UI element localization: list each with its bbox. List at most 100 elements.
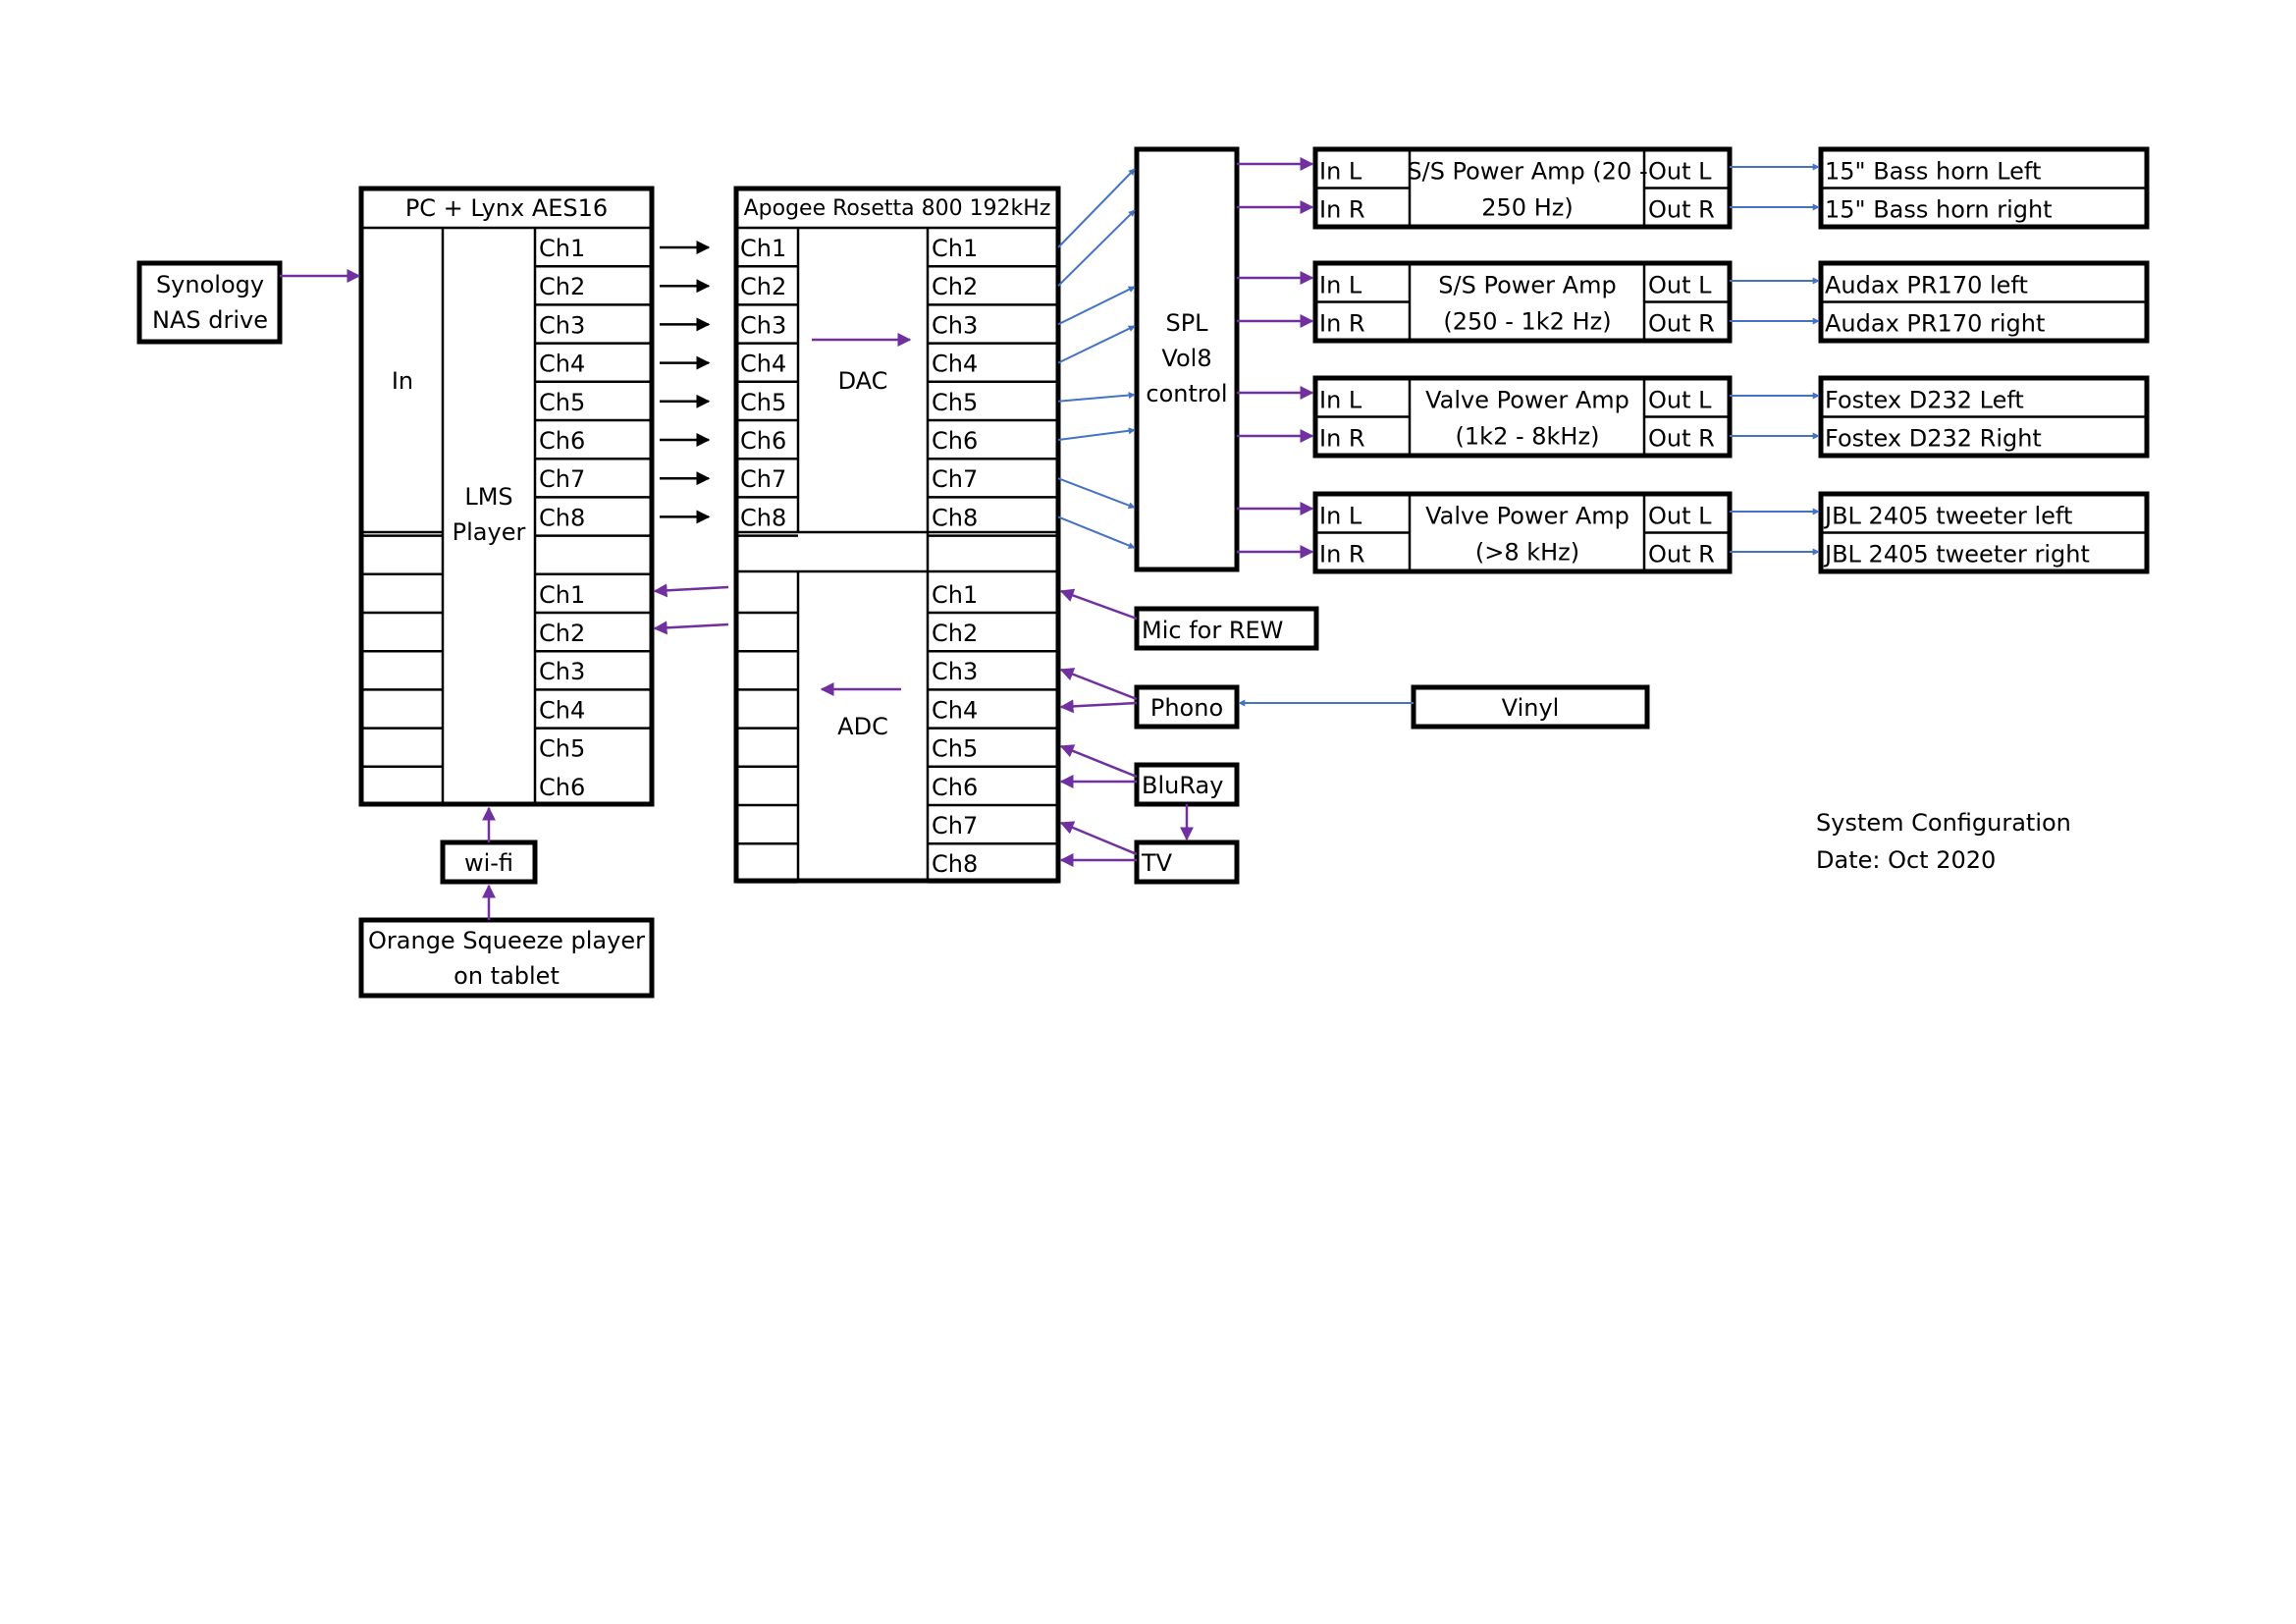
pc-out-channel-label: Ch4 xyxy=(539,351,585,378)
amp-name-line2: 250 Hz) xyxy=(1481,194,1573,222)
amp-out-r-label: Out R xyxy=(1648,196,1715,224)
adc-in-channel-label: Ch2 xyxy=(932,620,978,647)
dac-out-channel-label: Ch4 xyxy=(932,351,978,378)
tablet-box: Orange Squeeze player on tablet xyxy=(358,917,655,999)
dac-to-spl-wire xyxy=(1057,325,1136,364)
pc-in-label: In xyxy=(392,367,413,395)
dac-in-channel-label: Ch6 xyxy=(740,427,786,455)
spl-line2: Vol8 xyxy=(1161,345,1211,372)
pc-lynx-box: PC + Lynx AES16 In LMS Player Ch1Ch2Ch3C… xyxy=(358,186,655,807)
amp-out-r-label: Out R xyxy=(1648,541,1715,568)
amp-out-r-label: Out R xyxy=(1648,310,1715,338)
adc-in-channel-label: Ch7 xyxy=(932,812,978,839)
power-amp-3: In L In R Out L Out R Valve Power Amp (1k2 - … xyxy=(1312,375,1733,459)
amp-out-r-label: Out R xyxy=(1648,425,1715,453)
amp-in-r-label: In R xyxy=(1319,425,1365,453)
phono-to-adc-ch4-wire xyxy=(1059,699,1138,714)
dac-out-channel-label: Ch6 xyxy=(932,427,978,455)
dac-out-channel-label: Ch3 xyxy=(932,311,978,339)
amp-in-r-label: In R xyxy=(1319,196,1365,224)
amp-name-line2: (250 - 1k2 Hz) xyxy=(1443,308,1611,336)
bluray-box: BluRay xyxy=(1134,762,1240,807)
dac-in-channel-label: Ch5 xyxy=(740,389,786,416)
amp-out-l-label: Out L xyxy=(1648,387,1712,414)
amp-in-r-label: In R xyxy=(1319,541,1365,568)
dac-out-channel-label: Ch1 xyxy=(932,235,978,262)
info-title: System Configuration xyxy=(1816,809,2071,837)
phono-box: Phono xyxy=(1134,684,1240,730)
adc-in-channel-label: Ch8 xyxy=(932,850,978,878)
amp-name-line1: Valve Power Amp xyxy=(1425,503,1629,530)
adc-to-pc-ch2-wire xyxy=(653,621,729,635)
speaker-right-label: 15" Bass horn right xyxy=(1825,196,2053,224)
tv-label: TV xyxy=(1141,849,1173,877)
amp-name-line1: Valve Power Amp xyxy=(1425,387,1629,414)
pc-out-channel-label: Ch7 xyxy=(539,465,585,493)
mic-label: Mic for REW xyxy=(1142,617,1283,644)
tv-to-adc-ch7-wire xyxy=(1059,821,1138,856)
spl-vol8-box: SPL Vol8 control xyxy=(1134,146,1240,572)
dac-in-channel-label: Ch2 xyxy=(740,273,786,300)
dac-to-spl-wire xyxy=(1057,168,1136,248)
pc-title: PC + Lynx AES16 xyxy=(405,194,608,222)
wifi-box: wi-fi xyxy=(440,839,538,885)
spl-line3: control xyxy=(1146,380,1227,407)
amp-out-l-label: Out L xyxy=(1648,272,1712,299)
lms-player-line1: LMS xyxy=(464,483,512,511)
info-date: Date: Oct 2020 xyxy=(1816,846,1996,874)
speaker-right-label: Audax PR170 right xyxy=(1825,310,2045,338)
adc-to-pc-ch1-wire xyxy=(653,583,729,598)
pc-out-channel-label: Ch6 xyxy=(539,427,585,455)
lms-player-line2: Player xyxy=(453,518,526,546)
tablet-label-line2: on tablet xyxy=(454,962,560,990)
pc-out-channel-label: Ch1 xyxy=(539,235,585,262)
amp-name-line2: (>8 kHz) xyxy=(1475,539,1579,567)
pc-out-channel-label: Ch5 xyxy=(539,389,585,416)
nas-drive-box: Synology NAS drive xyxy=(136,260,283,345)
amp-in-l-label: In L xyxy=(1319,503,1362,530)
dac-label: DAC xyxy=(838,367,888,395)
tv-box: TV xyxy=(1134,839,1240,885)
amp-name-line1: S/S Power Amp (20 - xyxy=(1407,158,1647,186)
pc-in-channel-label: Ch4 xyxy=(539,696,585,724)
pc-in-channel-label: Ch2 xyxy=(539,620,585,647)
dac-in-channel-label: Ch4 xyxy=(740,351,786,378)
amp-out-l-label: Out L xyxy=(1648,158,1712,186)
tablet-label-line1: Orange Squeeze player xyxy=(368,927,645,954)
speaker-left-label: 15" Bass horn Left xyxy=(1825,158,2041,186)
mic-box: Mic for REW xyxy=(1134,606,1319,651)
amp-name-line2: (1k2 - 8kHz) xyxy=(1456,423,1600,451)
amp-in-r-label: In R xyxy=(1319,310,1365,338)
speaker-left-label: JBL 2405 tweeter left xyxy=(1823,503,2072,530)
dac-to-spl-wire xyxy=(1057,286,1136,326)
nas-label-line2: NAS drive xyxy=(152,306,268,334)
dac-to-spl-wire xyxy=(1057,427,1136,441)
dac-to-spl-wire xyxy=(1057,515,1136,549)
speaker-right-label: JBL 2405 tweeter right xyxy=(1823,541,2090,568)
speaker-pair-1: 15" Bass horn Left 15" Bass horn right xyxy=(1818,146,2150,230)
pc-in-channel-label: Ch5 xyxy=(539,735,585,763)
dac-out-channel-label: Ch7 xyxy=(932,465,978,493)
nas-label-line1: Synology xyxy=(156,271,264,298)
vinyl-label: Vinyl xyxy=(1502,694,1560,722)
wifi-label: wi-fi xyxy=(464,849,513,877)
amp-in-l-label: In L xyxy=(1319,387,1362,414)
pc-out-channel-label: Ch3 xyxy=(539,311,585,339)
dac-in-channel-label: Ch3 xyxy=(740,311,786,339)
adc-label: ADC xyxy=(837,713,888,740)
dac-to-spl-wire xyxy=(1057,209,1136,287)
pc-in-channel-label: Ch1 xyxy=(539,581,585,609)
speaker-left-label: Audax PR170 left xyxy=(1825,272,2028,299)
adc-in-channel-label: Ch1 xyxy=(932,581,978,609)
spl-line1: SPL xyxy=(1165,309,1208,337)
dac-out-channel-label: Ch2 xyxy=(932,273,978,300)
amp-name-line1: S/S Power Amp xyxy=(1438,272,1616,299)
speaker-right-label: Fostex D232 Right xyxy=(1825,425,2042,453)
pc-out-channel-label: Ch2 xyxy=(539,273,585,300)
bluray-label: BluRay xyxy=(1142,772,1223,799)
